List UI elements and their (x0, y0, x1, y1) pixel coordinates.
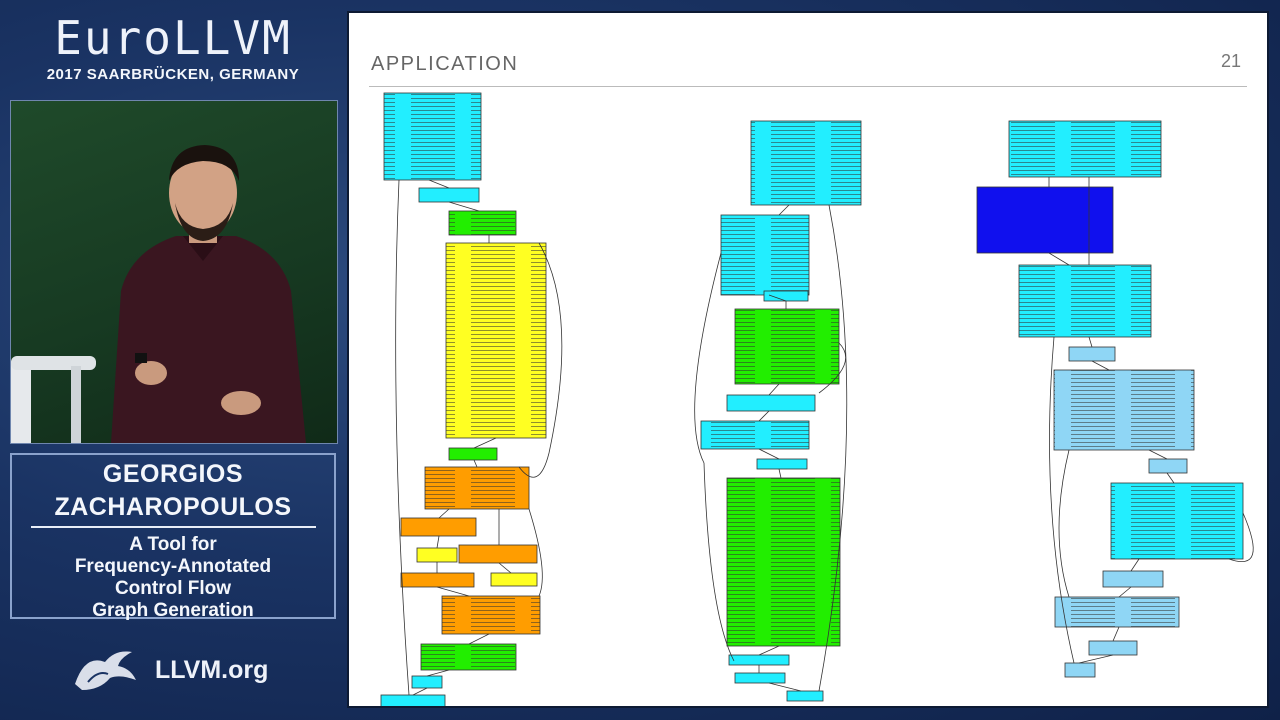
talk-title-line1: A Tool for (129, 534, 217, 555)
llvm-footer: LLVM.org (60, 644, 320, 696)
talk-title-line2: Frequency-Annotated (74, 556, 272, 577)
slide-title: APPLICATION (371, 53, 519, 75)
cfg-graph-right (976, 120, 1254, 678)
cfg-graph-middle (694, 120, 862, 702)
cfg-graph-left (380, 92, 563, 706)
lamp-pole (71, 366, 81, 443)
projector-lamp (11, 363, 31, 443)
talk-info-panel: GEORGIOS ZACHAROPOULOS A Tool for Freque… (10, 453, 336, 621)
info-divider (30, 526, 316, 528)
cfg-diagrams (380, 92, 1254, 706)
speaker-video (10, 100, 338, 444)
lamp-arm (11, 356, 96, 370)
speaker-figure (111, 145, 306, 443)
conference-branding: EuroLLVM 2017 SAARBRÜCKEN, GERMANY (10, 12, 336, 83)
speaker-name-first: GEORGIOS (102, 460, 244, 488)
talk-title-line4: Graph Generation (92, 600, 254, 621)
conference-location: 2017 SAARBRÜCKEN, GERMANY (46, 66, 300, 83)
llvm-site-label: LLVM.org (155, 656, 269, 684)
presentation-slide: APPLICATION 21 (347, 11, 1269, 708)
llvm-dragon-icon (75, 651, 136, 690)
slide-page-number: 21 (1220, 51, 1241, 71)
slide-title-rule (369, 86, 1247, 87)
speaker-name-last: ZACHAROPOULOS (54, 493, 292, 521)
eurollvm-logo: EuroLLVM (54, 11, 292, 65)
talk-title-line3: Control Flow (114, 578, 232, 599)
